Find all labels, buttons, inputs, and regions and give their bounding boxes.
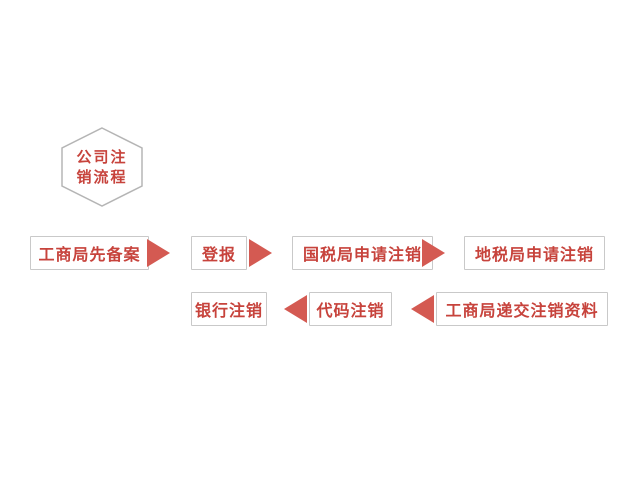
hexagon-label: 公司注 销流程 [60,127,144,207]
step-local-tax-cancel: 地税局申请注销 [464,236,605,270]
step-bank-cancel-label: 银行注销 [194,301,263,320]
step-bureau-filing: 工商局先备案 [30,236,149,270]
step-submit-materials-label: 工商局递交注销资料 [445,301,599,320]
step-state-tax-label: 国税局申请注销 [302,245,422,264]
step-newspaper-label: 登报 [201,245,236,264]
step-state-tax-cancel: 国税局申请注销 [292,236,433,270]
step-bureau-filing-label: 工商局先备案 [38,245,141,264]
step-submit-cancel-materials: 工商局递交注销资料 [436,292,608,326]
arrow-right-icon [422,239,445,267]
hexagon-label-line1: 公司注 [76,148,128,166]
step-code-cancel-label: 代码注销 [316,301,385,320]
arrow-right-icon [249,239,272,267]
hexagon-label-line2: 销流程 [76,168,128,186]
step-local-tax-label: 地税局申请注销 [474,245,594,264]
arrow-left-icon [411,295,434,323]
step-code-cancel: 代码注销 [309,292,392,326]
process-start-hexagon: 公司注 销流程 [60,127,144,207]
step-bank-cancel: 银行注销 [191,292,267,326]
arrow-right-icon [147,239,170,267]
step-newspaper-announcement: 登报 [191,236,247,270]
arrow-left-icon [284,295,307,323]
hexagon-shape-icon [61,127,143,207]
